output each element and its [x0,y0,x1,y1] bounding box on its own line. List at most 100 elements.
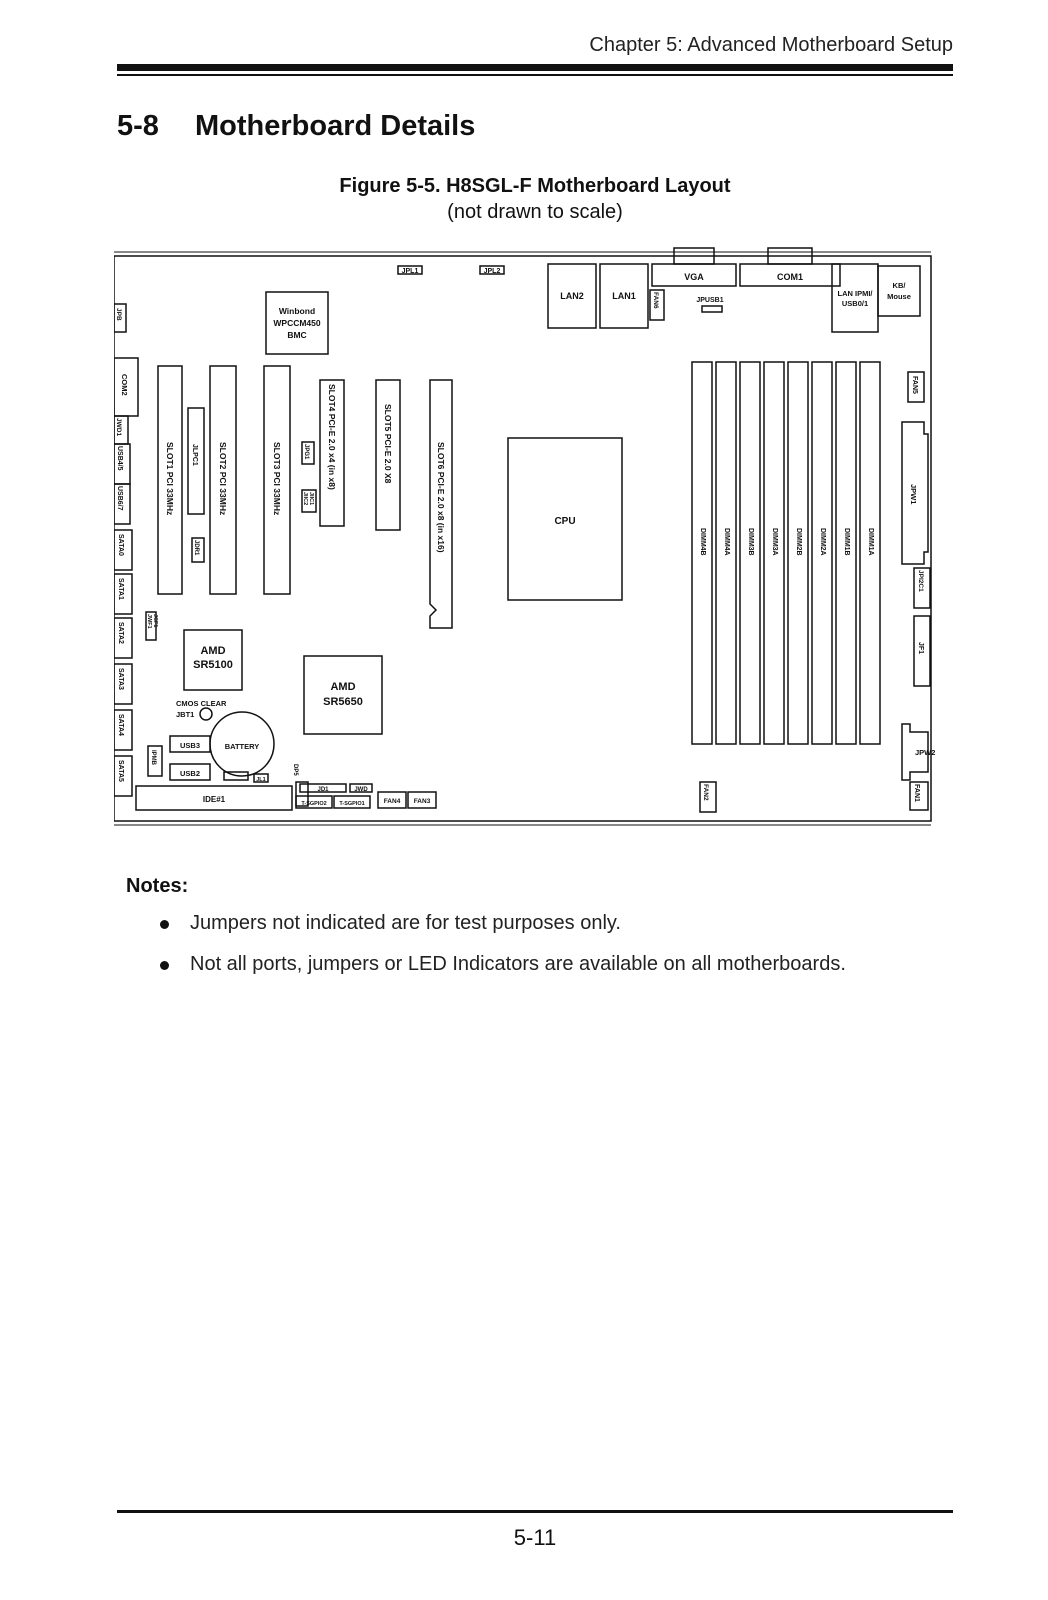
lan1-label: LAN1 [612,291,636,301]
tsgpio2-header [295,795,333,809]
jlpc1-label: JLPC1 [191,444,198,466]
section-title: Motherboard Details [195,110,476,142]
slot2-label: SLOT2 PCI 33MHz [218,442,228,515]
ipmb-label: IPMB [150,750,156,766]
cmos-clear-label: CMOS CLEAR [176,699,227,708]
jcf1-label: JCF1 [152,614,158,627]
jl1-jumper [253,773,269,783]
fan1-label: FAN1 [913,784,920,802]
page-number: 5-11 [513,1525,557,1550]
lan1-port [599,263,649,329]
usb2-label: USB2 [180,769,200,778]
jiic2-label: JIIC2 [302,492,308,505]
bmc-label-3: BMC [287,330,306,340]
kb-label-1: KB/ [893,281,907,290]
sr5650-label-1: AMD [330,681,355,693]
footer-rule [117,1510,953,1513]
sr5100-label-2: SR5100 [193,659,233,671]
tsgpio1-label: T-SGPIO1 [339,801,364,807]
jf1-header [913,615,931,687]
jwf1-label: JWF1 [146,614,152,629]
slot3-label: SLOT3 PCI 33MHz [272,442,282,515]
battery [209,711,275,777]
jpusb1-label: JPUSB1 [696,297,723,304]
jd1-header [299,783,347,793]
dimm4a-label: DIMM4A [723,528,730,556]
notes-title: Notes: [126,875,189,897]
sata3-label: SATA3 [117,668,124,690]
dimm2a-label: DIMM2A [819,528,826,556]
dimm1b-label: DIMM1B [843,528,850,556]
fan3-header [407,791,437,809]
tsgpio1-header [333,795,371,809]
slot6-label: SLOT6 PCI-E 2.0 x8 (in x16) [436,442,446,553]
jpw1-label: JPW1 [909,484,918,504]
jpi2c1-label: JPI2C1 [917,570,924,592]
tsgpio2-label: T-SGPIO2 [301,801,326,807]
lan-ipmi-usb-port [831,263,879,333]
jpb-jumper [114,303,127,333]
dimm3a-label: DIMM3A [771,528,778,556]
sata5-port [114,755,133,797]
fan2-label: FAN2 [702,784,709,801]
lan2-label: LAN2 [560,291,584,301]
kb-mouse-port [877,265,921,317]
note-item: Not all ports, jumpers or LED Indicators… [160,953,846,976]
section-number: 5-8 [117,110,159,142]
jpusb1-jumper [701,305,723,313]
fan6-header [649,289,665,321]
bmc-label-1: Winbond [279,306,315,316]
jpw1-connector [901,421,929,565]
fan2-header [699,781,717,813]
jwf1-jumper [145,611,157,641]
jpl2-header [479,265,505,275]
jlpc1-header [187,407,205,515]
sata2-label: SATA2 [117,622,124,644]
bmc-chip [265,291,329,355]
fan5-header [907,371,925,403]
jpg1-jumper [301,441,315,465]
usb67-header [114,483,131,525]
sata4-label: SATA4 [117,714,124,736]
cpu-socket [507,437,623,601]
sata1-port [114,573,133,615]
sata3-port [114,663,133,705]
jpl2-label: JPL2 [484,268,501,275]
section-heading: 5-8 Motherboard Details [117,110,475,143]
fan1-header [909,781,929,811]
usb2-header [169,763,211,781]
jf1-label: JF1 [917,642,924,654]
figure-subtitle: (not drawn to scale) [447,201,623,223]
usb67-label: USB6/7 [116,486,123,511]
jiic1-label: JIIC1 [308,492,314,505]
slot6-pcie [429,379,453,629]
slot1-label: SLOT1 PCI 33MHz [165,442,175,515]
dimm2b-label: DIMM2B [795,528,802,556]
jiic-jumpers [301,489,317,513]
jwd-jumper [349,783,373,793]
ipmb-header [147,745,163,777]
notes-list: Jumpers not indicated are for test purpo… [160,912,846,994]
fan4-header [377,791,407,809]
dp5-led [295,781,309,807]
dp5-label: DP5 [292,764,298,776]
battery-label: BATTERY [225,742,260,751]
slot5-label: SLOT5 PCI-E 2.0 X8 [383,404,393,484]
sata1-label: SATA1 [117,578,124,600]
jdr-jumper [191,537,205,563]
usb3-label: USB3 [180,741,200,750]
com1-label: COM1 [777,272,803,282]
sr5100-label-1: AMD [200,645,225,657]
ide1-label: IDE#1 [203,795,226,804]
chapter-header: Chapter 5: Advanced Motherboard Setup [589,34,953,56]
header-rule-thick [117,64,953,71]
sata2-port [114,617,133,659]
jpw2-connector [901,723,929,781]
jpb-label: JPB [115,308,122,321]
fan4-label: FAN4 [384,798,401,805]
slot1-pci [157,365,183,595]
header-rule-thin [117,74,953,76]
slot4-pcie [319,379,345,527]
sata0-label: SATA0 [117,534,124,556]
jbt1-jumper [199,707,213,721]
